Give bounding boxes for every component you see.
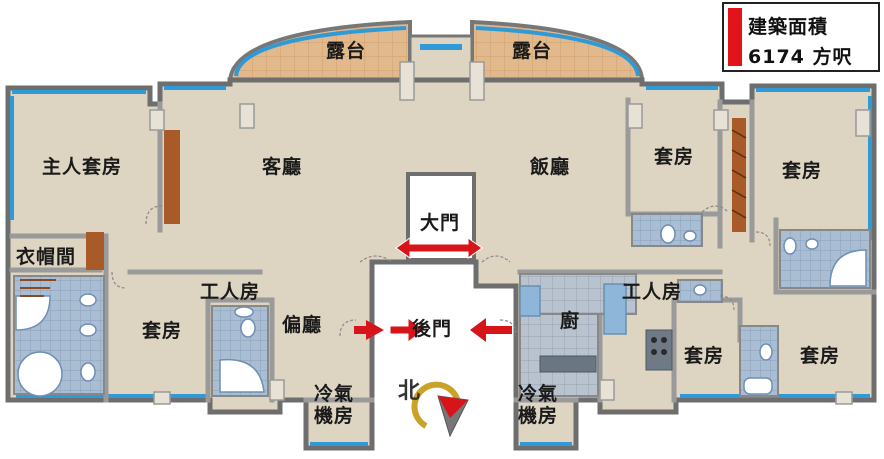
label-suite-upper-mid: 套房: [654, 146, 695, 168]
label-cloakroom: 衣帽間: [16, 246, 77, 268]
label-dining-room: 飯廳: [530, 156, 571, 178]
label-ac-room-left-line2: 機房: [314, 404, 355, 427]
main-door-arrow: [395, 237, 483, 259]
label-suite-lower-right: 套房: [800, 345, 841, 367]
label-suite-lower-mid: 套房: [684, 345, 725, 367]
label-ac-room-right-line1: 冷氣: [518, 383, 559, 405]
label-kitchen: 廚: [560, 310, 581, 332]
area-info-box: 建築面積 6174 方呎: [722, 2, 880, 72]
area-title: 建築面積: [748, 16, 829, 38]
label-side-hall: 偏廳: [282, 314, 323, 336]
area-value: 6174 方呎: [748, 46, 853, 68]
label-master-suite: 主人套房: [42, 156, 123, 178]
terrace-left-area: [227, 19, 412, 82]
label-terrace-left: 露台: [326, 40, 367, 62]
back-door-arrow-left: [354, 317, 425, 343]
label-ac-room-left-line1: 冷氣: [314, 383, 355, 405]
label-suite-lower-left: 套房: [142, 320, 183, 342]
compass-north-label: 北: [398, 379, 421, 404]
compass-icon: [411, 381, 469, 438]
label-maid-room-right: 工人房: [622, 281, 683, 303]
label-ac-room-right-line2: 機房: [518, 404, 559, 427]
label-back-door: 後門: [412, 318, 453, 340]
label-terrace-right: 露台: [512, 40, 553, 62]
label-maid-room-left: 工人房: [200, 281, 261, 303]
back-door-arrow-right: [470, 318, 512, 342]
area-accent-bar: [728, 8, 742, 66]
label-suite-upper-right: 套房: [782, 160, 823, 182]
label-living-room: 客廳: [262, 156, 303, 178]
label-main-door: 大門: [420, 212, 461, 234]
label-ac-room-right: 冷氣 機房: [518, 383, 559, 428]
label-ac-room-left: 冷氣 機房: [314, 383, 355, 428]
